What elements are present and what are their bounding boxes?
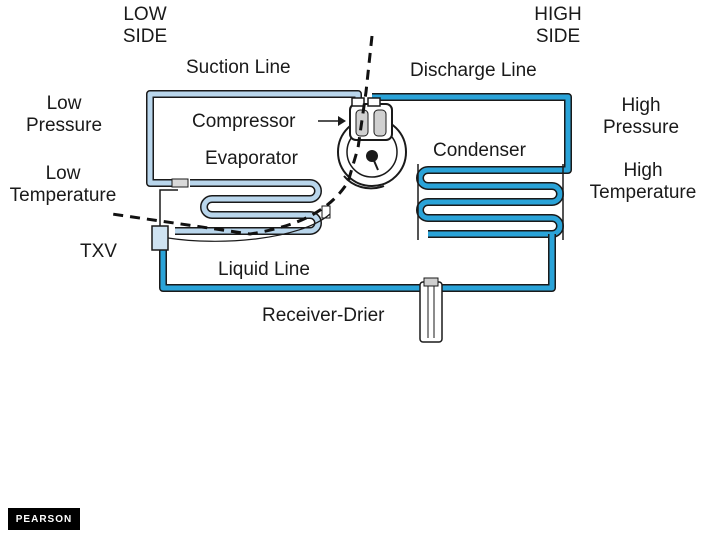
liquid-line-label: Liquid Line <box>218 259 310 280</box>
txv-valve <box>151 189 331 251</box>
pearson-logo: PEARSON <box>8 508 80 530</box>
low-side-label: LOW SIDE <box>122 4 168 47</box>
liquid-line <box>159 234 556 292</box>
suction-line-label: Suction Line <box>186 57 291 78</box>
compressor-label: Compressor <box>192 111 296 132</box>
high-temperature-label: High Temperature <box>589 160 697 203</box>
condenser-label: Condenser <box>433 140 526 161</box>
condenser-coil <box>416 164 564 240</box>
txv-label: TXV <box>80 241 117 262</box>
high-low-divider <box>111 35 374 236</box>
discharge-line-label: Discharge Line <box>410 60 537 81</box>
receiver-drier <box>419 277 443 343</box>
discharge-line <box>372 93 572 174</box>
compressor <box>337 97 407 190</box>
receiver-drier-label: Receiver-Drier <box>262 305 385 326</box>
low-temperature-label: Low Temperature <box>9 163 117 206</box>
low-pressure-label: Low Pressure <box>25 93 103 136</box>
evaporator-coil <box>171 178 331 235</box>
high-pressure-label: High Pressure <box>602 95 680 138</box>
compressor-arrow <box>318 116 346 126</box>
high-side-label: HIGH SIDE <box>534 4 582 47</box>
evaporator-label: Evaporator <box>205 148 298 169</box>
